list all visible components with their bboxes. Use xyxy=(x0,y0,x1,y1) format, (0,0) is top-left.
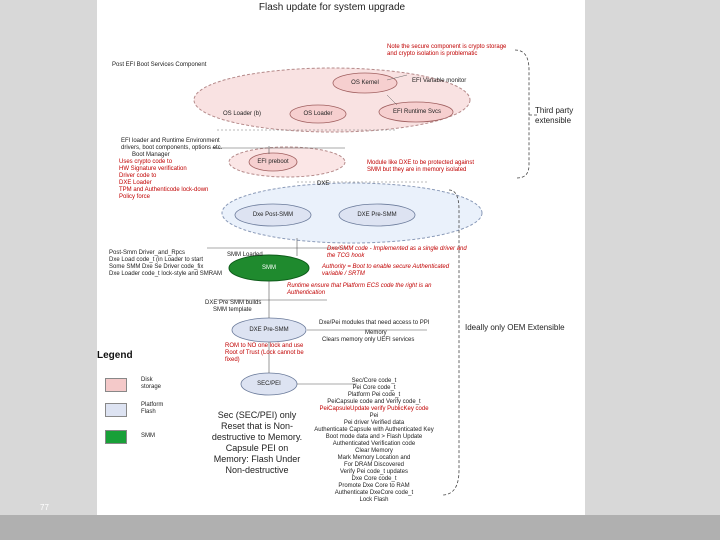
diagram-title: Flash update for system upgrade xyxy=(258,2,406,13)
bottom-list-item: Boot mode data and > Flash Update xyxy=(325,434,423,440)
note-top: Note the secure component is crypto stor… xyxy=(387,44,507,57)
legend-swatch-flash xyxy=(105,403,127,417)
bottom-bar xyxy=(0,515,720,540)
smm-left-line: Dxe Loader code_t lock-style and SMRAM xyxy=(109,271,223,277)
bottom-list-item: Clear Memory xyxy=(355,448,393,454)
efi-red-line: DXE Loader xyxy=(119,180,152,186)
bottom-list-item: PeiCapsule code and Verify code_t xyxy=(327,399,421,405)
efi-preboot-label: EFI preboot xyxy=(257,159,289,165)
dxe-modules-label: Dxe/Pei modules that need access to PPI xyxy=(319,320,430,326)
legend-swatch-disk xyxy=(105,378,127,392)
efi-red-line: TPM and Authenticode lock-down xyxy=(119,187,209,193)
sec-pei-label: SEC/PEI xyxy=(257,381,281,387)
efi-red-line: Policy force xyxy=(119,194,151,200)
bottom-list-item: Verify Pei code_t updates xyxy=(339,469,409,475)
bottom-list-item: Platform Pei code_t xyxy=(347,392,401,398)
os-kernel-shape xyxy=(332,72,398,94)
dxe-pre-smm-build-label: DXE Pre SMM builds xyxy=(205,300,262,306)
efi-variable-monitor: EFI Variable monitor xyxy=(412,78,467,84)
platform-ecs-note: Runtime ensure that Platform ECS code th… xyxy=(287,283,432,296)
third-party-label: Third party extensible xyxy=(535,106,574,125)
smm-note: Dxe/SMM code - Implemented as a single d… xyxy=(327,246,467,259)
os-loader-link: OS Loader (b) xyxy=(223,111,262,117)
efi-red-line: Driver code to xyxy=(119,173,157,179)
dxe-post-smm-shape xyxy=(234,203,312,227)
diagram-canvas xyxy=(193,49,537,496)
efi-red-line: HW Signature verification xyxy=(119,166,187,172)
bottom-list-item: Authenticated Verification code xyxy=(332,441,416,447)
dxe-pre-smm-shape xyxy=(338,203,416,227)
authority-note: Authority = Boot to enable secure Authen… xyxy=(322,264,450,277)
ideally-only-oem-label: Ideally only OEM Extensible xyxy=(465,323,565,332)
smm-label: SMM xyxy=(262,265,276,271)
bottom-list-item: PeiCapsuleUpdate verify PublicKey code xyxy=(319,406,429,412)
efi-preboot-shape xyxy=(248,152,298,172)
dxe-pre-smm-2-label: DXE Pre-SMM xyxy=(249,327,289,333)
bottom-list-item: Authenticate Capsule with Authenticated … xyxy=(314,427,434,433)
bottom-list-item: Pei driver Verified data xyxy=(343,420,405,426)
legend-label-smm: SMM xyxy=(141,433,155,439)
smm-template-label: SMM template xyxy=(213,307,252,313)
dxe-note: Module like DXE to be protected against … xyxy=(367,160,475,173)
legend-label-disk: Disk storage xyxy=(141,377,162,390)
dxe-label: DXE xyxy=(317,181,330,187)
bottom-list-item: Mark Memory Location and xyxy=(337,455,411,461)
clear-memory-label: Clears memory only UEFI services xyxy=(322,337,415,343)
rom-note: ROM to NO one lock and use Root of Trust… xyxy=(225,343,304,363)
right-margin xyxy=(585,0,720,540)
bottom-list-item: Lock Flash xyxy=(359,497,389,503)
post-efi-label: Post EFI Boot Services Component xyxy=(112,62,207,68)
boot-manager-label: Boot Manager xyxy=(132,152,170,158)
os-loader-label: OS Loader xyxy=(303,111,333,117)
sec-pei-note: Sec (SEC/PEI) only Reset that is Non-des… xyxy=(211,410,303,475)
legend-title: Legend xyxy=(97,350,133,361)
bottom-list-item: Pei xyxy=(369,413,379,419)
legend-swatch-smm xyxy=(105,430,127,444)
dxe-post-smm-label: Dxe Post-SMM xyxy=(252,212,294,218)
bottom-list-item: For DRAM Discovered xyxy=(343,462,404,468)
efi-loader-label: EFI loader and Runtime Environment xyxy=(121,138,220,144)
efi-red-list: Uses crypto code to HW Signature verific… xyxy=(119,159,208,201)
bottom-list-item: Authenticate DxeCore code_t xyxy=(334,490,414,496)
bottom-list-item: Promote Dxe Core to RAM xyxy=(338,483,410,489)
bottom-list-item: Pei Core code_t xyxy=(352,385,396,391)
smm-left-line: Some SMM Dxe Se Driver code_fix xyxy=(109,264,204,270)
os-kernel-label: OS Kernel xyxy=(351,80,379,86)
efi-red-line: Uses crypto code to xyxy=(119,159,173,165)
efi-runtime-shape xyxy=(378,101,454,123)
smm-left-line: Dxe Load code_t (in Loader to start xyxy=(109,257,204,263)
bottom-list: Sec/Core code_t Pei Core code_t Platform… xyxy=(299,378,449,504)
left-margin xyxy=(0,0,97,540)
page-number: 77 xyxy=(40,503,49,512)
efi-runtime-label: EFI Runtime Svcs xyxy=(392,109,441,115)
memory-label: Memory xyxy=(365,330,387,336)
smm-loaded-label: SMM Loaded xyxy=(227,252,263,258)
legend-label-flash: Platform Flash xyxy=(141,402,164,415)
slide: Flash update for system upgrade Note the… xyxy=(97,0,585,515)
dxe-pre-smm-label: DXE Pre-SMM xyxy=(357,212,397,218)
os-loader-shape xyxy=(289,104,347,124)
bottom-list-item: Sec/Core code_t xyxy=(351,378,397,384)
smm-left-list: Post-Smm Driver_and_Rpcs Dxe Load code_t… xyxy=(109,250,222,278)
smm-left-line: Post-Smm Driver_and_Rpcs xyxy=(109,250,186,256)
drivers-label: drivers, boot components, options etc. xyxy=(121,145,223,151)
bottom-list-item: Dxe Core code_t xyxy=(351,476,397,482)
